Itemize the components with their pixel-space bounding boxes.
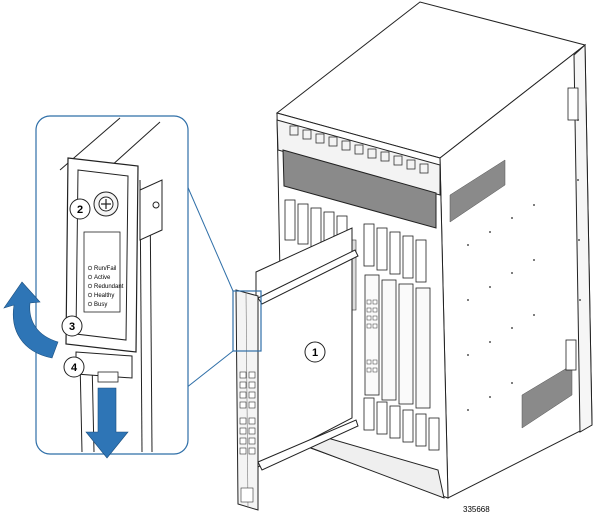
callout-2-label: 2 xyxy=(77,204,83,216)
led-redundant xyxy=(87,283,93,289)
down-arrow-icon xyxy=(85,387,129,459)
callout-3: 3 xyxy=(61,315,83,337)
led-run-fail xyxy=(87,265,93,271)
side-handles xyxy=(565,87,579,371)
installed-card-ports xyxy=(366,299,378,373)
upper-card-row xyxy=(284,199,427,283)
fan-tray-slots xyxy=(289,125,429,174)
detail-leader-lines xyxy=(185,182,234,389)
led-label-active: Active xyxy=(94,275,111,281)
callout-4-label: 4 xyxy=(71,362,78,374)
led-busy xyxy=(87,301,93,307)
led-label-healthy: Healthy xyxy=(94,293,114,299)
line-card-extracted xyxy=(235,227,359,511)
callout-4: 4 xyxy=(63,356,85,378)
side-holes xyxy=(467,119,581,411)
figure-id: 335668 xyxy=(463,505,490,514)
faceplate-ports xyxy=(239,371,256,503)
side-vents xyxy=(449,159,573,429)
led-label-redundant: Redundant xyxy=(94,284,124,290)
callout-3-label: 3 xyxy=(69,321,75,333)
installed-line-cards xyxy=(364,274,431,409)
led-label-busy: Busy xyxy=(94,302,107,308)
led-indicator-list: Run/Fail Active Redundant Healthy Busy xyxy=(87,265,124,308)
callout-2: 2 xyxy=(69,198,91,220)
lower-card-row xyxy=(363,397,440,451)
ejector-highlight-box xyxy=(232,290,262,352)
led-label-run-fail: Run/Fail xyxy=(94,266,116,272)
led-active xyxy=(87,274,93,280)
led-healthy xyxy=(87,292,93,298)
curved-up-arrow-icon xyxy=(3,281,59,359)
callout-1: 1 xyxy=(304,341,326,363)
callout-1-label: 1 xyxy=(312,347,318,359)
